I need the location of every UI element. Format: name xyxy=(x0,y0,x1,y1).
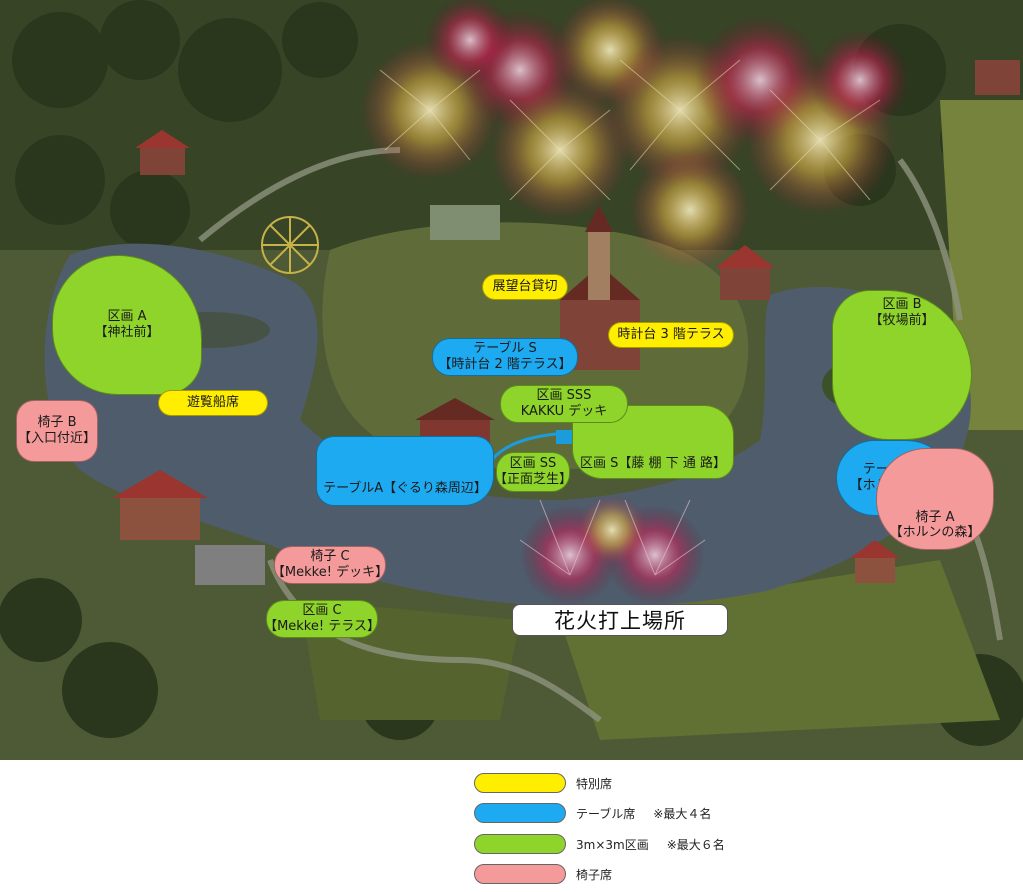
zone-block-a-place: 【神社前】 xyxy=(94,325,160,340)
park-map: 区画 A 【神社前】 区画 B 【牧場前】 区画 C 【Mekke! テラス】 … xyxy=(0,0,1023,760)
zone-table-s[interactable]: テーブル S 【時計台 2 階テラス】 xyxy=(432,338,578,376)
zone-block-s[interactable]: 区画 S【藤 棚 下 通 路】 xyxy=(572,405,734,479)
legend-label-special: 特別席 xyxy=(576,776,613,791)
legend-row-special: 特別席 xyxy=(474,772,612,794)
zone-block-s-label: 区画 S【藤 棚 下 通 路】 xyxy=(580,456,726,472)
legend: 特別席 テーブル席 ※最大４名 3m×3m区画 ※最大６名 椅子席 xyxy=(0,760,1023,892)
zone-observatory-label: 展望台貸切 xyxy=(492,279,558,295)
zone-clock-terrace[interactable]: 時計台 3 階テラス xyxy=(608,322,734,348)
legend-row-block: 3m×3m区画 ※最大６名 xyxy=(474,833,725,855)
zone-block-b-title: 区画 B xyxy=(882,297,922,312)
legend-swatch-special xyxy=(474,773,566,793)
zone-observatory[interactable]: 展望台貸切 xyxy=(482,274,568,300)
zone-chair-b-title: 椅子 B xyxy=(37,415,77,431)
legend-note-table: ※最大４名 xyxy=(653,806,712,821)
zone-chair-c[interactable]: 椅子 C 【Mekke! デッキ】 xyxy=(271,546,389,584)
legend-label-block: 3m×3m区画 xyxy=(576,837,649,852)
zone-block-sss-place: KAKKU デッキ xyxy=(520,404,608,419)
zone-chair-c-title: 椅子 C xyxy=(310,549,350,565)
zone-block-ss-place: 【正面芝生】 xyxy=(494,472,573,487)
zone-chair-c-place: 【Mekke! デッキ】 xyxy=(271,565,389,580)
zone-table-a[interactable]: テーブルA【ぐるり森周辺】 xyxy=(316,436,494,506)
legend-label-chair: 椅子席 xyxy=(576,867,613,882)
legend-swatch-chair xyxy=(474,864,566,884)
park-buildings xyxy=(112,60,1020,585)
zone-block-b-place: 【牧場前】 xyxy=(869,312,935,328)
zone-block-c-place: 【Mekke! テラス】 xyxy=(264,619,380,634)
zone-table-s-place: 【時計台 2 階テラス】 xyxy=(438,357,572,372)
ferris-wheel xyxy=(261,216,319,274)
zone-block-a-title: 区画 A xyxy=(107,309,147,325)
legend-note-block: ※最大６名 xyxy=(666,837,725,852)
zone-chair-b[interactable]: 椅子 B 【入口付近】 xyxy=(16,400,98,462)
legend-swatch-block xyxy=(474,834,566,854)
zone-chair-a-title: 椅子 A xyxy=(915,509,955,525)
zone-block-c-title: 区画 C xyxy=(302,603,342,619)
zone-chair-a[interactable]: 椅子 A 【ホルンの森】 xyxy=(876,448,994,550)
launch-site-label: 花火打上場所 xyxy=(512,604,728,636)
zone-table-s-title: テーブル S xyxy=(473,341,537,357)
zone-block-c[interactable]: 区画 C 【Mekke! テラス】 xyxy=(264,600,380,638)
legend-row-table: テーブル席 ※最大４名 xyxy=(474,802,711,824)
legend-swatch-table xyxy=(474,803,566,823)
zone-chair-b-place: 【入口付近】 xyxy=(17,431,96,446)
zone-table-a-label: テーブルA【ぐるり森周辺】 xyxy=(323,481,487,497)
legend-row-chair: 椅子席 xyxy=(474,863,612,885)
zone-boat-seat-label: 遊覧船席 xyxy=(186,395,239,411)
legend-label-table: テーブル席 xyxy=(576,806,636,821)
zone-chair-a-place: 【ホルンの森】 xyxy=(889,525,981,541)
zone-boat-seat[interactable]: 遊覧船席 xyxy=(158,390,268,416)
lake xyxy=(44,243,971,607)
zone-block-sss-title: 区画 SSS xyxy=(536,388,592,404)
zone-block-ss[interactable]: 区画 SS 【正面芝生】 xyxy=(494,452,573,492)
zone-block-ss-title: 区画 SS xyxy=(509,456,557,472)
zone-clock-terrace-label: 時計台 3 階テラス xyxy=(617,327,725,343)
zone-block-sss[interactable]: 区画 SSS KAKKU デッキ xyxy=(500,385,628,423)
